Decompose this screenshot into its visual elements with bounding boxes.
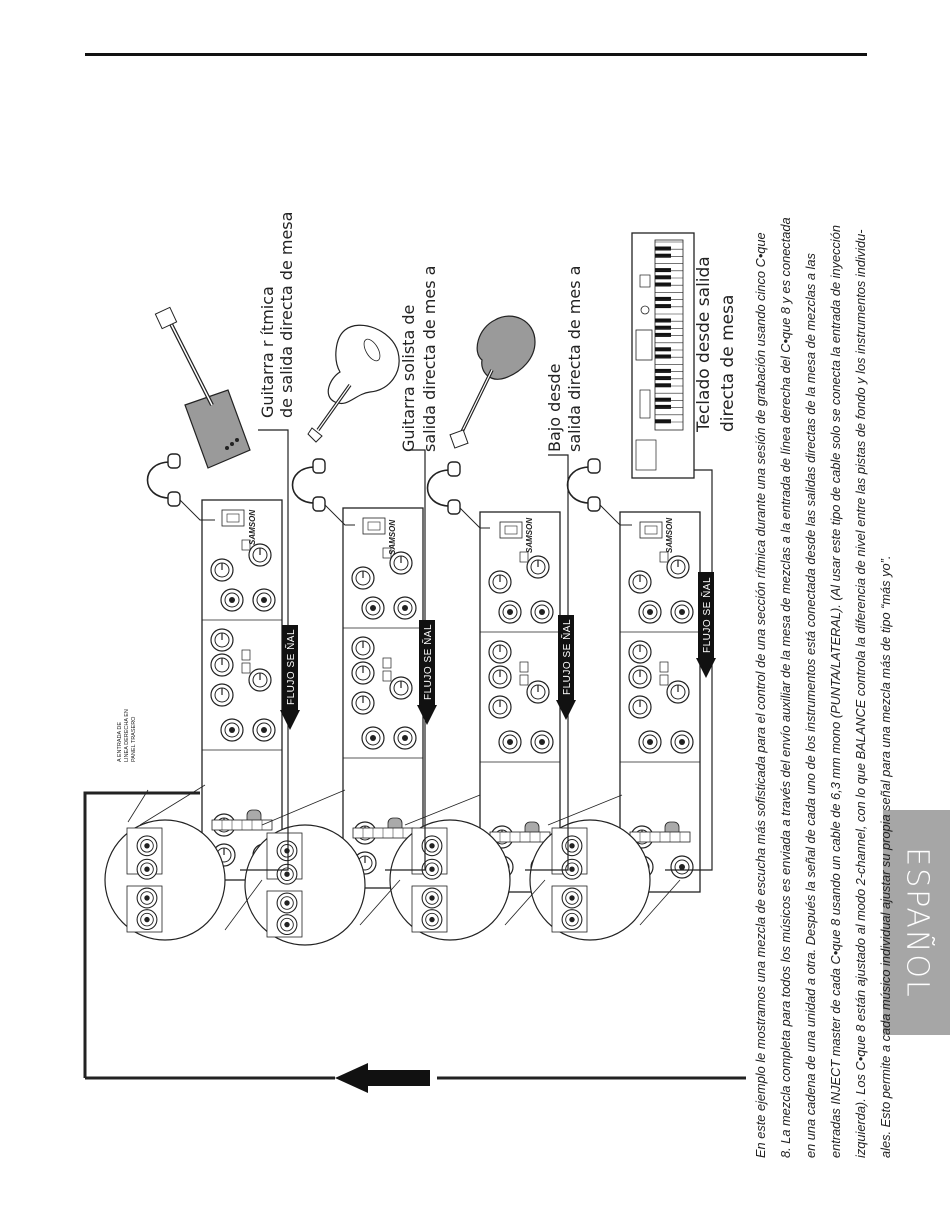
- brand-text: SAMSON: [388, 520, 397, 555]
- black-key: [655, 376, 671, 381]
- brand-text: SAMSON: [665, 518, 674, 553]
- keyboard-icon: [631, 232, 695, 479]
- signal-flow-label: FLUJO SE ÑAL: [700, 577, 713, 653]
- brand-text: SAMSON: [525, 518, 534, 553]
- black-key: [655, 268, 671, 273]
- signal-flow-arrow-2: FLUJO SE ÑAL: [417, 620, 437, 725]
- cque8-unit-1: [202, 500, 282, 880]
- top-rule: [85, 53, 867, 56]
- black-key: [655, 368, 671, 373]
- brand-label: SAMSON: [248, 510, 257, 545]
- signal-flow-label: FLUJO SE ÑAL: [284, 629, 297, 705]
- black-key: [655, 347, 671, 352]
- black-key: [655, 275, 671, 280]
- black-key: [655, 325, 671, 330]
- language-tab: ESPAÑOL: [883, 810, 950, 1035]
- black-key: [655, 404, 671, 409]
- cque8-unit-4: [620, 512, 700, 892]
- signal-flow-arrow-3: FLUJO SE ÑAL: [556, 615, 576, 720]
- headphone-cables: [179, 499, 632, 529]
- headphones-icon: [566, 458, 601, 512]
- headphones-icon: [146, 453, 181, 507]
- signal-flow-arrow-1: FLUJO SE ÑAL: [280, 625, 300, 730]
- cque8-unit-3: [480, 512, 560, 892]
- return-arrow: [335, 1063, 430, 1093]
- signal-flow-label: FLUJO SE ÑAL: [560, 619, 573, 695]
- black-key: [655, 383, 671, 388]
- black-key: [655, 397, 671, 402]
- headphones-icon: [426, 461, 461, 515]
- black-key: [655, 253, 671, 258]
- rear-panel-inset-4: [530, 820, 650, 940]
- rear-panel-note-leader: [127, 789, 149, 823]
- black-key: [655, 246, 671, 251]
- brand-label: SAMSON: [525, 518, 534, 553]
- black-key: [655, 318, 671, 323]
- black-key: [655, 304, 671, 309]
- brand-text: SAMSON: [248, 510, 257, 545]
- lead-guitar-icon: [307, 324, 400, 443]
- signal-flow-arrow-4: FLUJO SE ÑAL: [696, 572, 716, 678]
- keyboard-keys: [655, 241, 683, 424]
- headphones-icon: [291, 458, 326, 512]
- rear-panel-inset-3: [390, 820, 510, 940]
- bass-guitar-icon: [449, 315, 536, 449]
- black-key: [655, 296, 671, 301]
- brand-label: SAMSON: [388, 520, 397, 555]
- rear-panel-inset-2: [245, 825, 365, 945]
- black-key: [655, 354, 671, 359]
- black-key: [655, 419, 671, 424]
- chain-cable: [83, 791, 746, 1080]
- cque8-unit-2: [343, 508, 423, 888]
- brand-label: SAMSON: [665, 518, 674, 553]
- black-key: [655, 282, 671, 287]
- rear-panel-inset-1: [105, 820, 225, 940]
- rhythm-guitar-icon: [154, 306, 251, 469]
- signal-flow-label: FLUJO SE ÑAL: [421, 624, 434, 700]
- black-key: [655, 332, 671, 337]
